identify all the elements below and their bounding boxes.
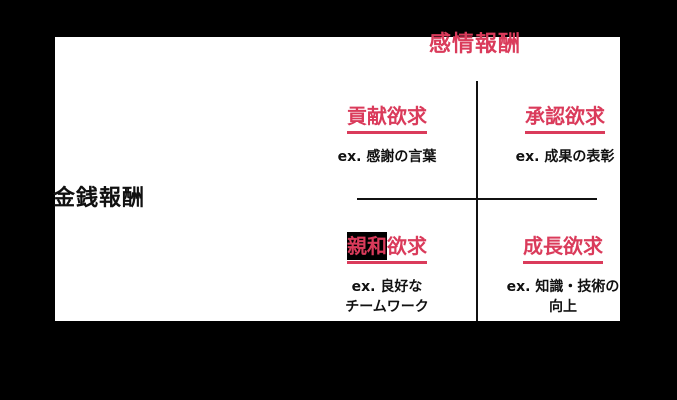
highlighted-title-text: 親和 (347, 232, 387, 260)
quadrant-example: ex. 成果の表彰 (515, 149, 615, 165)
quadrant-title: 承認欲求 (525, 104, 605, 128)
quadrant-title: 貢献欲求 (347, 104, 427, 128)
example-line-2: 向上 (549, 299, 577, 315)
horizontal-axis-label: 金銭報酬 (53, 186, 146, 211)
example-line-1: ex. 知識・技術の (506, 279, 620, 295)
example-line-2: チームワーク (345, 299, 429, 315)
title-text: 欲求 (387, 234, 427, 258)
horizontal-axis-line (357, 198, 597, 200)
quadrant-example: ex. 知識・技術の 向上 (507, 277, 620, 317)
quadrant-title: 親和欲求 (347, 232, 427, 260)
title-underline (525, 131, 605, 134)
quadrant-top-right: 承認欲求 ex. 成果の表彰 (475, 106, 655, 167)
diagram-canvas: 感情報酬 金銭報酬 貢献欲求 ex. 感謝の言葉 承認欲求 ex. 成果の表彰 … (53, 32, 620, 321)
title-underline (347, 131, 427, 134)
example-line-1: ex. 良好な (351, 279, 423, 295)
quadrant-example: ex. 良好な チームワーク (345, 277, 429, 317)
title-underline (347, 261, 427, 264)
vertical-axis-line (476, 81, 478, 321)
title-underline (523, 261, 603, 264)
vertical-axis-label: 感情報酬 (428, 32, 522, 57)
quadrant-bottom-left: 親和欲求 ex. 良好な チームワーク (297, 232, 477, 317)
quadrant-title: 成長欲求 (523, 234, 603, 258)
quadrant-bottom-right: 成長欲求 ex. 知識・技術の 向上 (473, 236, 653, 317)
quadrant-top-left: 貢献欲求 ex. 感謝の言葉 (297, 106, 477, 167)
quadrant-example: ex. 感謝の言葉 (337, 149, 437, 165)
